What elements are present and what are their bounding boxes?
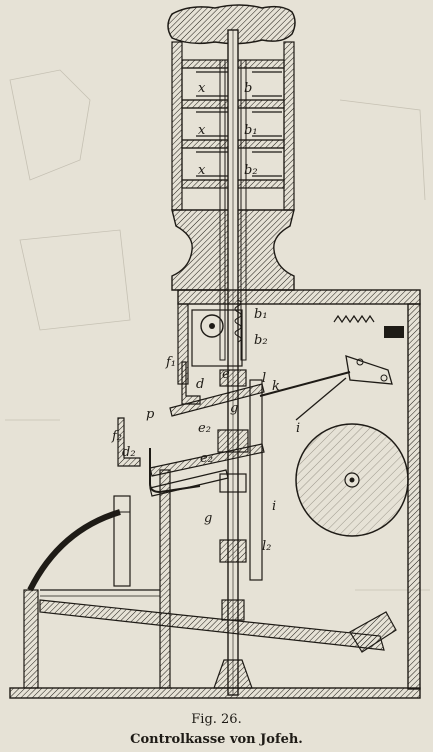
- label-d2: d₂: [122, 445, 136, 460]
- spindle-foot: [213, 659, 253, 689]
- figure-number: Fig. 26.: [191, 712, 242, 727]
- upper-housing-left-wall: [171, 41, 183, 211]
- label-b1: b₁: [244, 123, 258, 138]
- label-l: l: [262, 371, 266, 386]
- right-lever: [345, 355, 393, 385]
- label-e: e: [222, 367, 230, 382]
- label-x2: x: [198, 123, 206, 138]
- top-cap: [167, 4, 296, 45]
- collar-lower: [219, 473, 247, 493]
- label-f2: f₂: [111, 429, 122, 444]
- side-rod-left: [219, 59, 226, 361]
- key-f2: [117, 417, 141, 467]
- label-b2: b₂: [244, 163, 258, 178]
- label-b4: b₂: [254, 333, 268, 348]
- label-g: g: [230, 401, 238, 416]
- label-x3: x: [198, 163, 206, 178]
- pulley-bracket: [191, 309, 243, 367]
- label-d: d: [196, 377, 204, 392]
- inclined-plate-upper: [169, 383, 265, 417]
- bent-rod: [149, 448, 201, 494]
- technical-drawing: x x x b b₁ b₂ b₁ b₂ f₁ d e l k g p e₂ f₂…: [5, 4, 430, 699]
- inclined-plate-lower: [149, 443, 265, 477]
- drawer-handle: [349, 611, 397, 653]
- label-f1: f₁: [165, 355, 176, 370]
- drawer-left-post: [23, 589, 39, 689]
- inclined-plate-bottom: [149, 469, 229, 497]
- spiral-spring-upper: [234, 299, 242, 343]
- cabinet-right-wall: [407, 303, 421, 690]
- label-e3: e₂: [200, 451, 213, 466]
- cabinet-base: [9, 687, 421, 699]
- key-f1: [181, 361, 201, 405]
- label-b3: b₁: [254, 307, 268, 322]
- drawer-bar: [39, 599, 385, 651]
- large-wheel: [295, 423, 409, 537]
- pulley-wheel: [200, 314, 224, 338]
- collar-foot: [221, 599, 245, 621]
- upper-housing-right-wall: [283, 41, 295, 211]
- drawer-right-post: [159, 469, 171, 689]
- label-l2: l₂: [262, 539, 271, 554]
- figure-title: Controlkasse von Jofeh.: [130, 732, 303, 747]
- label-e2: e₂: [198, 421, 211, 436]
- label-k: k: [272, 379, 280, 394]
- cabinet-top-slab: [177, 289, 421, 305]
- collar-upper: [219, 369, 247, 387]
- right-column: [249, 379, 263, 581]
- spring-coil: [333, 314, 375, 324]
- label-g2: g: [204, 511, 212, 526]
- label-x1: x: [198, 81, 206, 96]
- label-i: i: [296, 421, 300, 436]
- side-rod-right: [240, 59, 247, 361]
- label-b: b: [244, 81, 252, 96]
- label-i2: i: [272, 499, 276, 514]
- background-bleed-through: [5, 69, 430, 591]
- collar-bottom: [219, 539, 247, 563]
- diagram-labels: x x x b b₁ b₂ b₁ b₂ f₁ d e l k g p e₂ f₂…: [111, 81, 300, 554]
- chute-curve: [27, 509, 121, 592]
- label-p: p: [146, 407, 155, 422]
- chute-box: [113, 495, 131, 587]
- spring-anchor: [384, 326, 404, 338]
